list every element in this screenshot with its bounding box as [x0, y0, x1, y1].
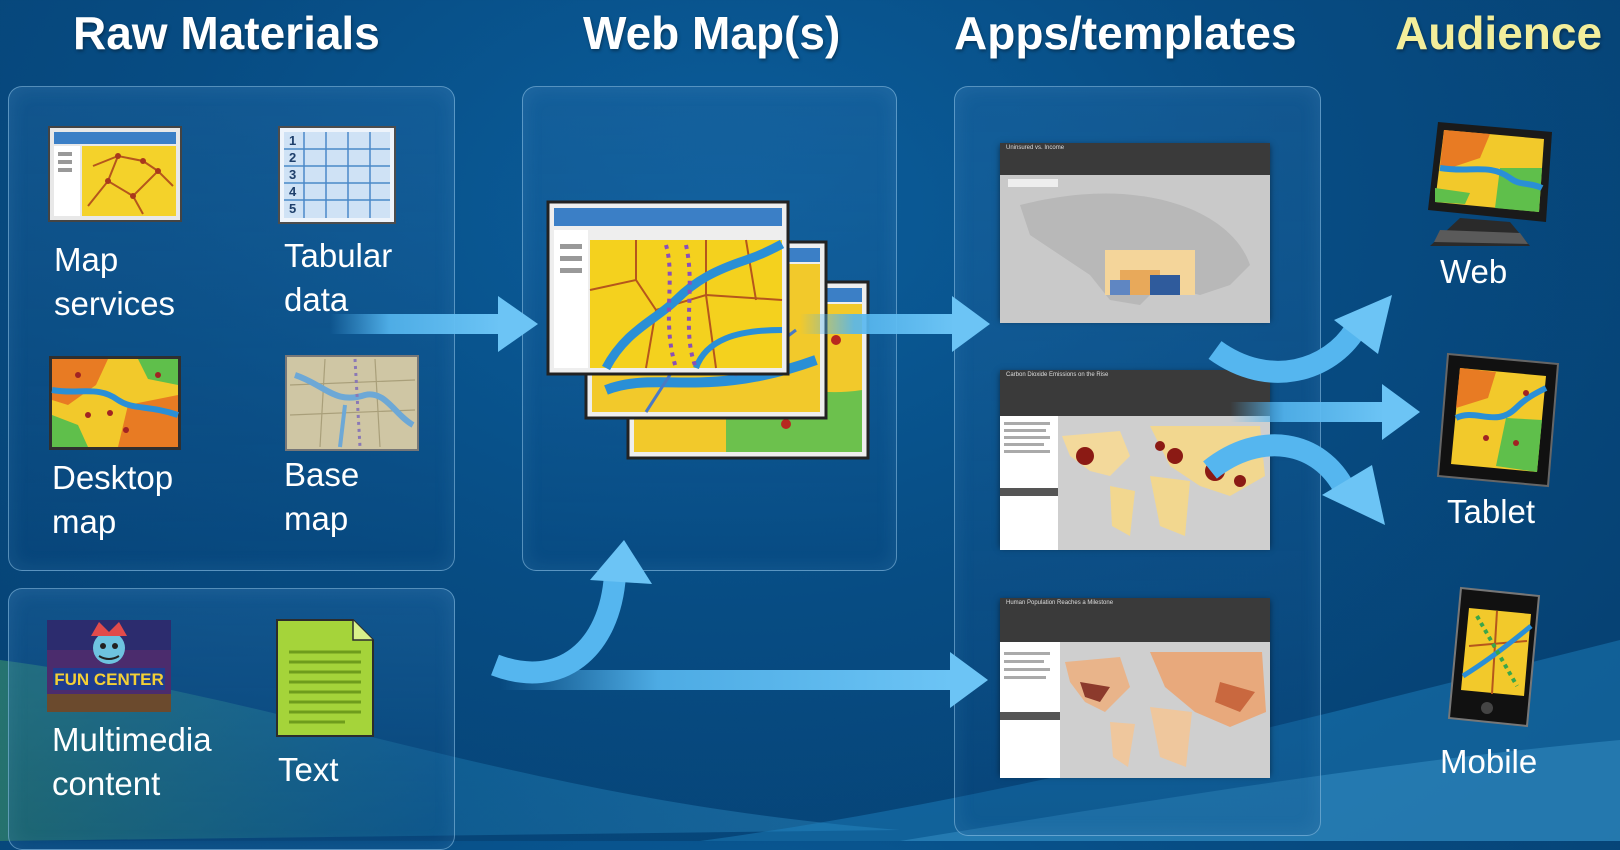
table-icon: 1 2 3 4 5: [278, 126, 396, 224]
table-row-number: 1: [289, 133, 296, 148]
table-row-number: 5: [289, 201, 296, 216]
audience-mobile-label: Mobile: [1440, 743, 1538, 780]
fun-center-sign-text: FUN CENTER: [54, 670, 164, 689]
app-screenshot-title: Uninsured vs. Income: [1000, 143, 1270, 175]
map-services-icon: [48, 126, 182, 222]
heading-apps-templates: Apps/templates: [954, 7, 1297, 59]
audience-web-label: Web: [1440, 253, 1508, 290]
web-map-stack-icon: [546, 200, 876, 465]
app-screenshot-title: Carbon Dioxide Emissions on the Rise: [1000, 370, 1270, 416]
heading-raw-materials: Raw Materials: [73, 7, 380, 59]
desktop-map-icon: [48, 355, 182, 451]
app-screenshot-uninsured[interactable]: Uninsured vs. Income: [1000, 143, 1270, 323]
tablet-icon: [1436, 348, 1562, 490]
table-row-number: 2: [289, 150, 296, 165]
multimedia-photo-icon: FUN CENTER: [47, 620, 171, 712]
arrow-multimedia-to-apps: [500, 652, 988, 708]
heading-audience: Audience: [1395, 7, 1603, 59]
base-map-icon: [285, 355, 419, 451]
audience-tablet-label: Tablet: [1447, 493, 1536, 530]
table-row-number: 3: [289, 167, 296, 182]
app-screenshot-title: Human Population Reaches a Milestone: [1000, 598, 1270, 642]
text-label: Text: [278, 751, 339, 788]
desktop-computer-icon: [1420, 118, 1554, 252]
app-screenshot-carbon[interactable]: Carbon Dioxide Emissions on the Rise: [1000, 370, 1270, 550]
mobile-phone-icon: [1447, 586, 1541, 728]
table-row-number: 4: [289, 184, 297, 199]
heading-web-maps: Web Map(s): [583, 7, 841, 59]
text-document-icon: [275, 618, 375, 738]
app-screenshot-population[interactable]: Human Population Reaches a Milestone: [1000, 598, 1270, 778]
